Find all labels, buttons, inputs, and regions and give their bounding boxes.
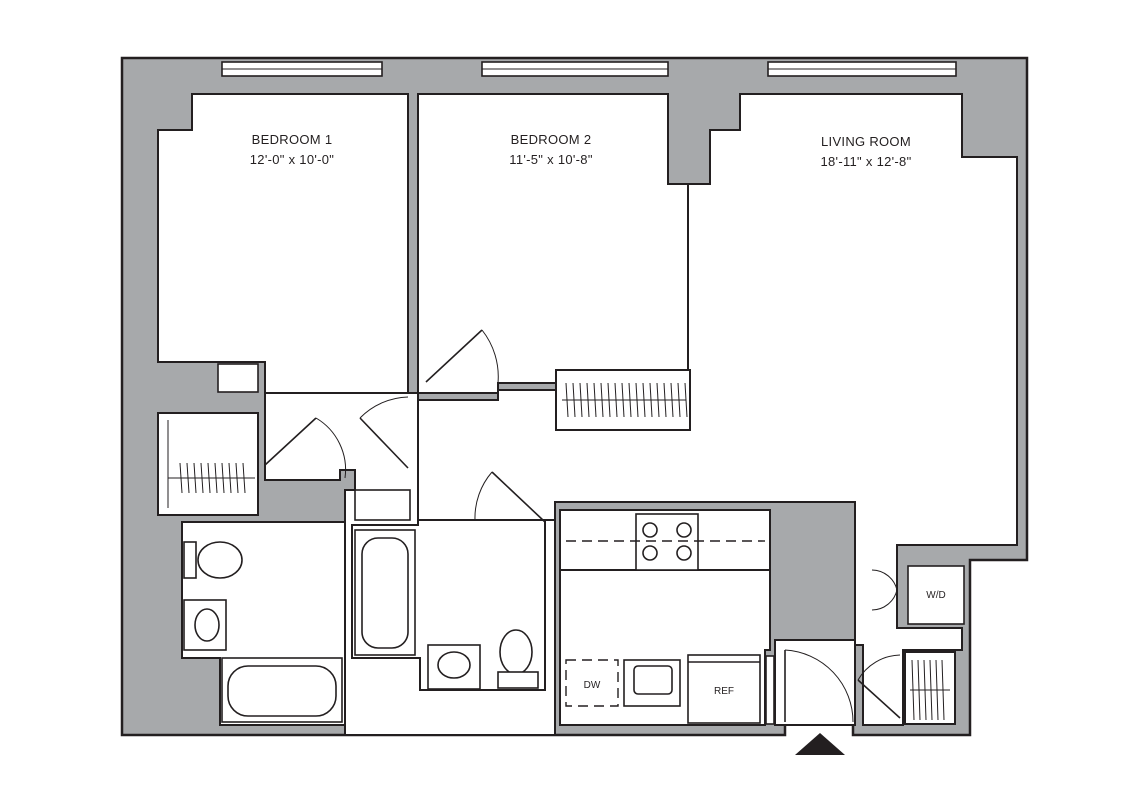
hanger-mark [628, 382, 632, 418]
hanger-mark [235, 462, 239, 494]
hanger-mark [635, 382, 639, 418]
hanger-mark [911, 659, 915, 721]
hanger-mark [207, 462, 211, 494]
linen-closet [354, 489, 411, 521]
hanger-mark [614, 382, 618, 418]
entry-arrow-icon [795, 733, 845, 755]
hanger-mark [565, 382, 569, 418]
bedroom-1-size: 12'-0" x 10'-0" [250, 152, 335, 167]
washer-dryer-box [907, 565, 965, 625]
refrigerator [687, 654, 761, 724]
hanger-mark [221, 462, 225, 494]
hanger-mark [929, 659, 933, 721]
hanger-mark [684, 382, 688, 418]
hanger-mark [579, 382, 583, 418]
hanger-mark [242, 462, 246, 494]
hanger-mark [649, 382, 653, 418]
living-room-size: 18'-11" x 12'-8" [820, 154, 911, 169]
entry-floor [774, 639, 856, 726]
bathroom-1-fixtures [183, 541, 343, 723]
hanger-mark [179, 462, 183, 494]
hanger-mark [600, 382, 604, 418]
refrigerator-label: REF [714, 686, 734, 697]
hanger-mark [663, 382, 667, 418]
washer-dryer-label: W/D [926, 590, 945, 601]
hanger-mark [593, 382, 597, 418]
hanger-mark [941, 659, 945, 721]
kitchen-fixtures [565, 513, 775, 725]
closet-hangers [167, 382, 950, 721]
windows [221, 61, 957, 77]
hanger-mark [607, 382, 611, 418]
bedroom-2-size: 11'-5" x 10'-8" [509, 152, 593, 167]
hanger-mark [186, 462, 190, 494]
bedroom-1-floor [157, 93, 409, 394]
hanger-mark [200, 462, 204, 494]
dishwasher-outline [565, 659, 619, 707]
hanger-mark [572, 382, 576, 418]
hanger-mark [917, 659, 921, 721]
hanger-mark [935, 659, 939, 721]
bathroom-2-fixtures [354, 529, 539, 690]
hanger-mark [193, 462, 197, 494]
hanger-mark [586, 382, 590, 418]
hanger-mark [214, 462, 218, 494]
hanger-mark [677, 382, 681, 418]
bedroom-1-title: BEDROOM 1 [252, 132, 333, 147]
hanger-mark [228, 462, 232, 494]
living-room-title: LIVING ROOM [821, 134, 911, 149]
hanger-mark [923, 659, 927, 721]
closet-shelf-1 [217, 363, 259, 393]
doors [264, 329, 901, 723]
hanger-mark [656, 382, 660, 418]
hanger-mark [642, 382, 646, 418]
cooktop [635, 513, 699, 571]
hanger-mark [670, 382, 674, 418]
hanger-mark [621, 382, 625, 418]
bedroom-2-title: BEDROOM 2 [511, 132, 592, 147]
dishwasher-label: DW [584, 680, 601, 691]
